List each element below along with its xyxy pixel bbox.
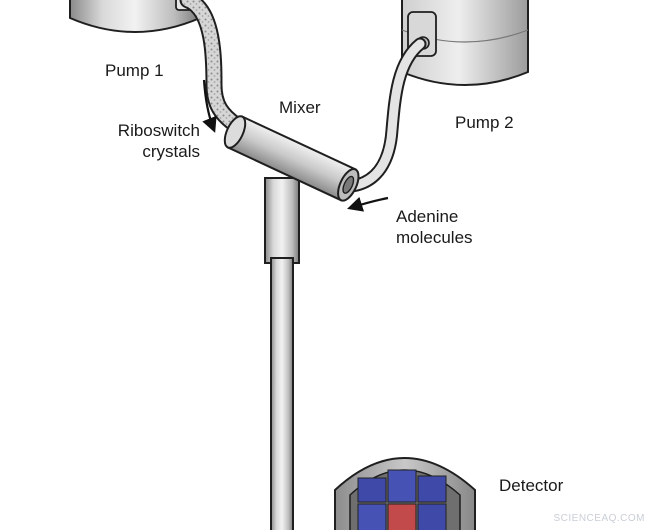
mixer-cylinder	[223, 115, 360, 202]
pump1-cylinder	[69, 0, 201, 33]
watermark: SCIENCEAQ.COM	[553, 513, 645, 524]
injector-tube	[264, 177, 300, 530]
riboswitch-label: Riboswitch crystals	[90, 120, 200, 162]
detector-panel	[357, 469, 447, 530]
pump1-tube	[179, 0, 245, 134]
mixer-label: Mixer	[279, 98, 321, 117]
adenine-label: Adenine molecules	[396, 206, 473, 248]
curved-arrow-left-icon	[347, 196, 389, 212]
riboswitch-label-line1: Riboswitch	[117, 121, 200, 140]
detector-device	[334, 457, 476, 530]
pump2-tube	[345, 37, 427, 193]
pump1-label: Pump 1	[105, 61, 164, 80]
adenine-label-line1: Adenine	[396, 207, 459, 226]
pump2-label: Pump 2	[455, 113, 514, 132]
curved-arrow-down-icon	[202, 79, 217, 133]
adenine-label-line2: molecules	[396, 228, 473, 247]
riboswitch-label-line2: crystals	[142, 142, 200, 161]
detector-label: Detector	[499, 476, 564, 495]
